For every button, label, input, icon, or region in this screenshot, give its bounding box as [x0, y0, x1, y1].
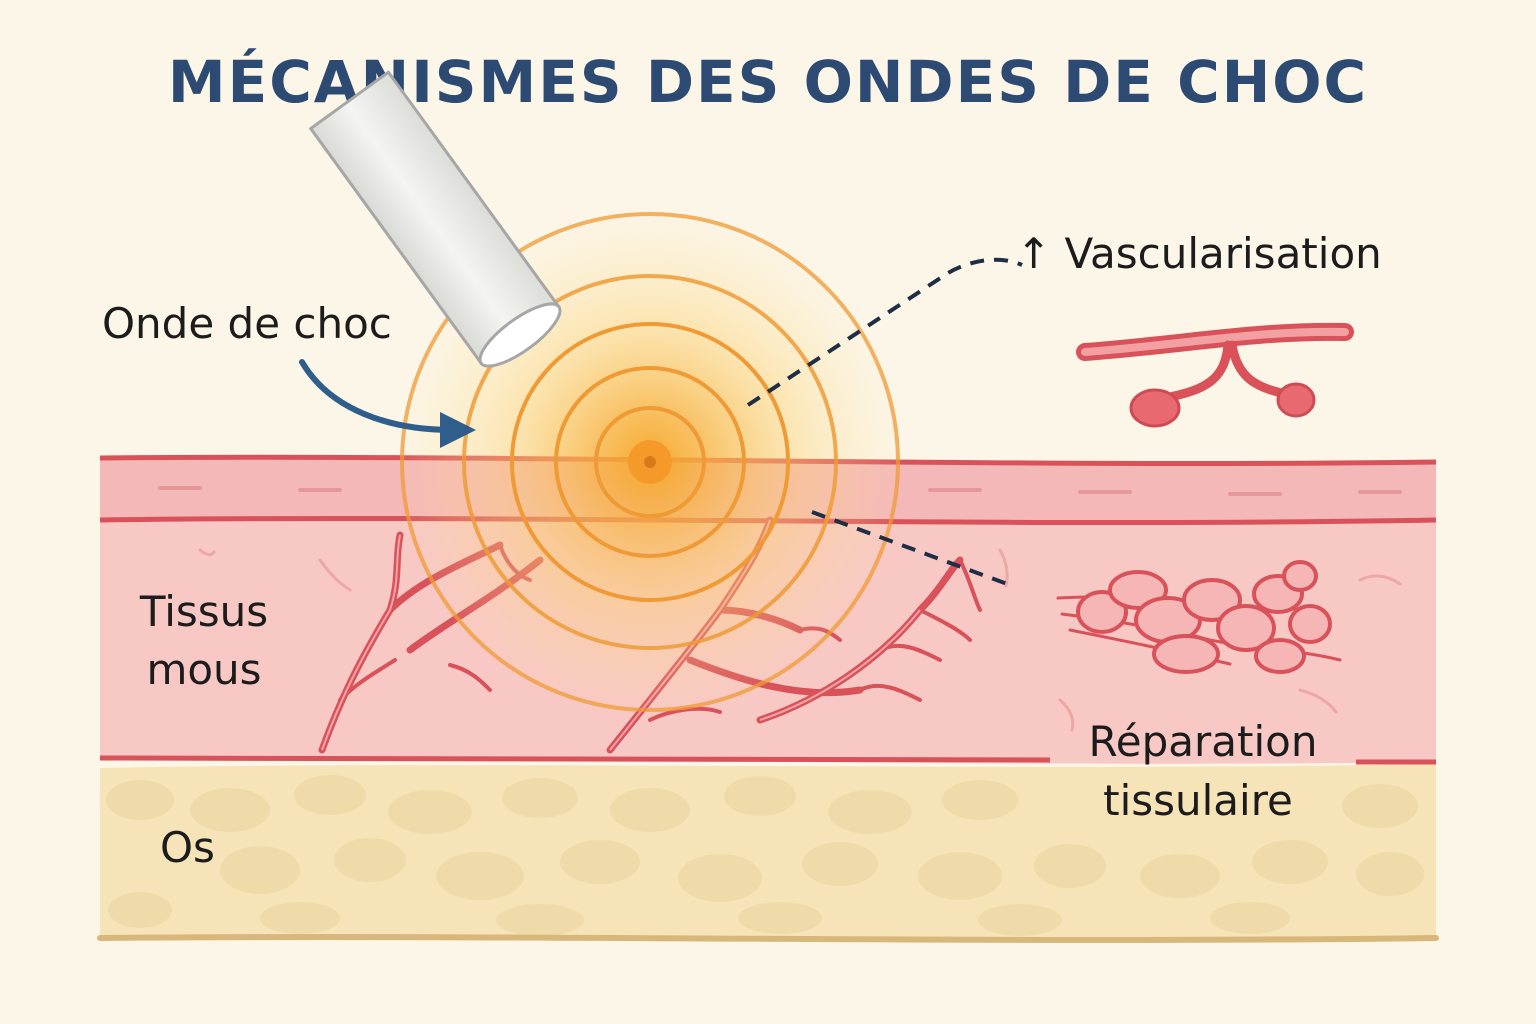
- curved-arrow-icon: [299, 359, 476, 448]
- label-repair-line1: Réparation: [1089, 717, 1318, 766]
- applicator-probe-icon: [308, 70, 562, 368]
- label-shockwave: Onde de choc: [102, 299, 392, 348]
- bone-cells: [106, 775, 1424, 936]
- label-bone: Os: [160, 823, 215, 872]
- label-vascularization: ↑ Vascularisation: [1016, 229, 1382, 278]
- label-soft-tissue-line2: mous: [146, 645, 261, 694]
- label-repair-line2: tissulaire: [1103, 776, 1293, 825]
- tissue-repair-cluster-icon: [1056, 560, 1342, 674]
- leader-lines: [746, 257, 1023, 587]
- label-soft-tissue-line1: Tissus: [139, 587, 268, 636]
- bone-layer: [97, 764, 1439, 943]
- new-vessel-icon: [1076, 322, 1354, 428]
